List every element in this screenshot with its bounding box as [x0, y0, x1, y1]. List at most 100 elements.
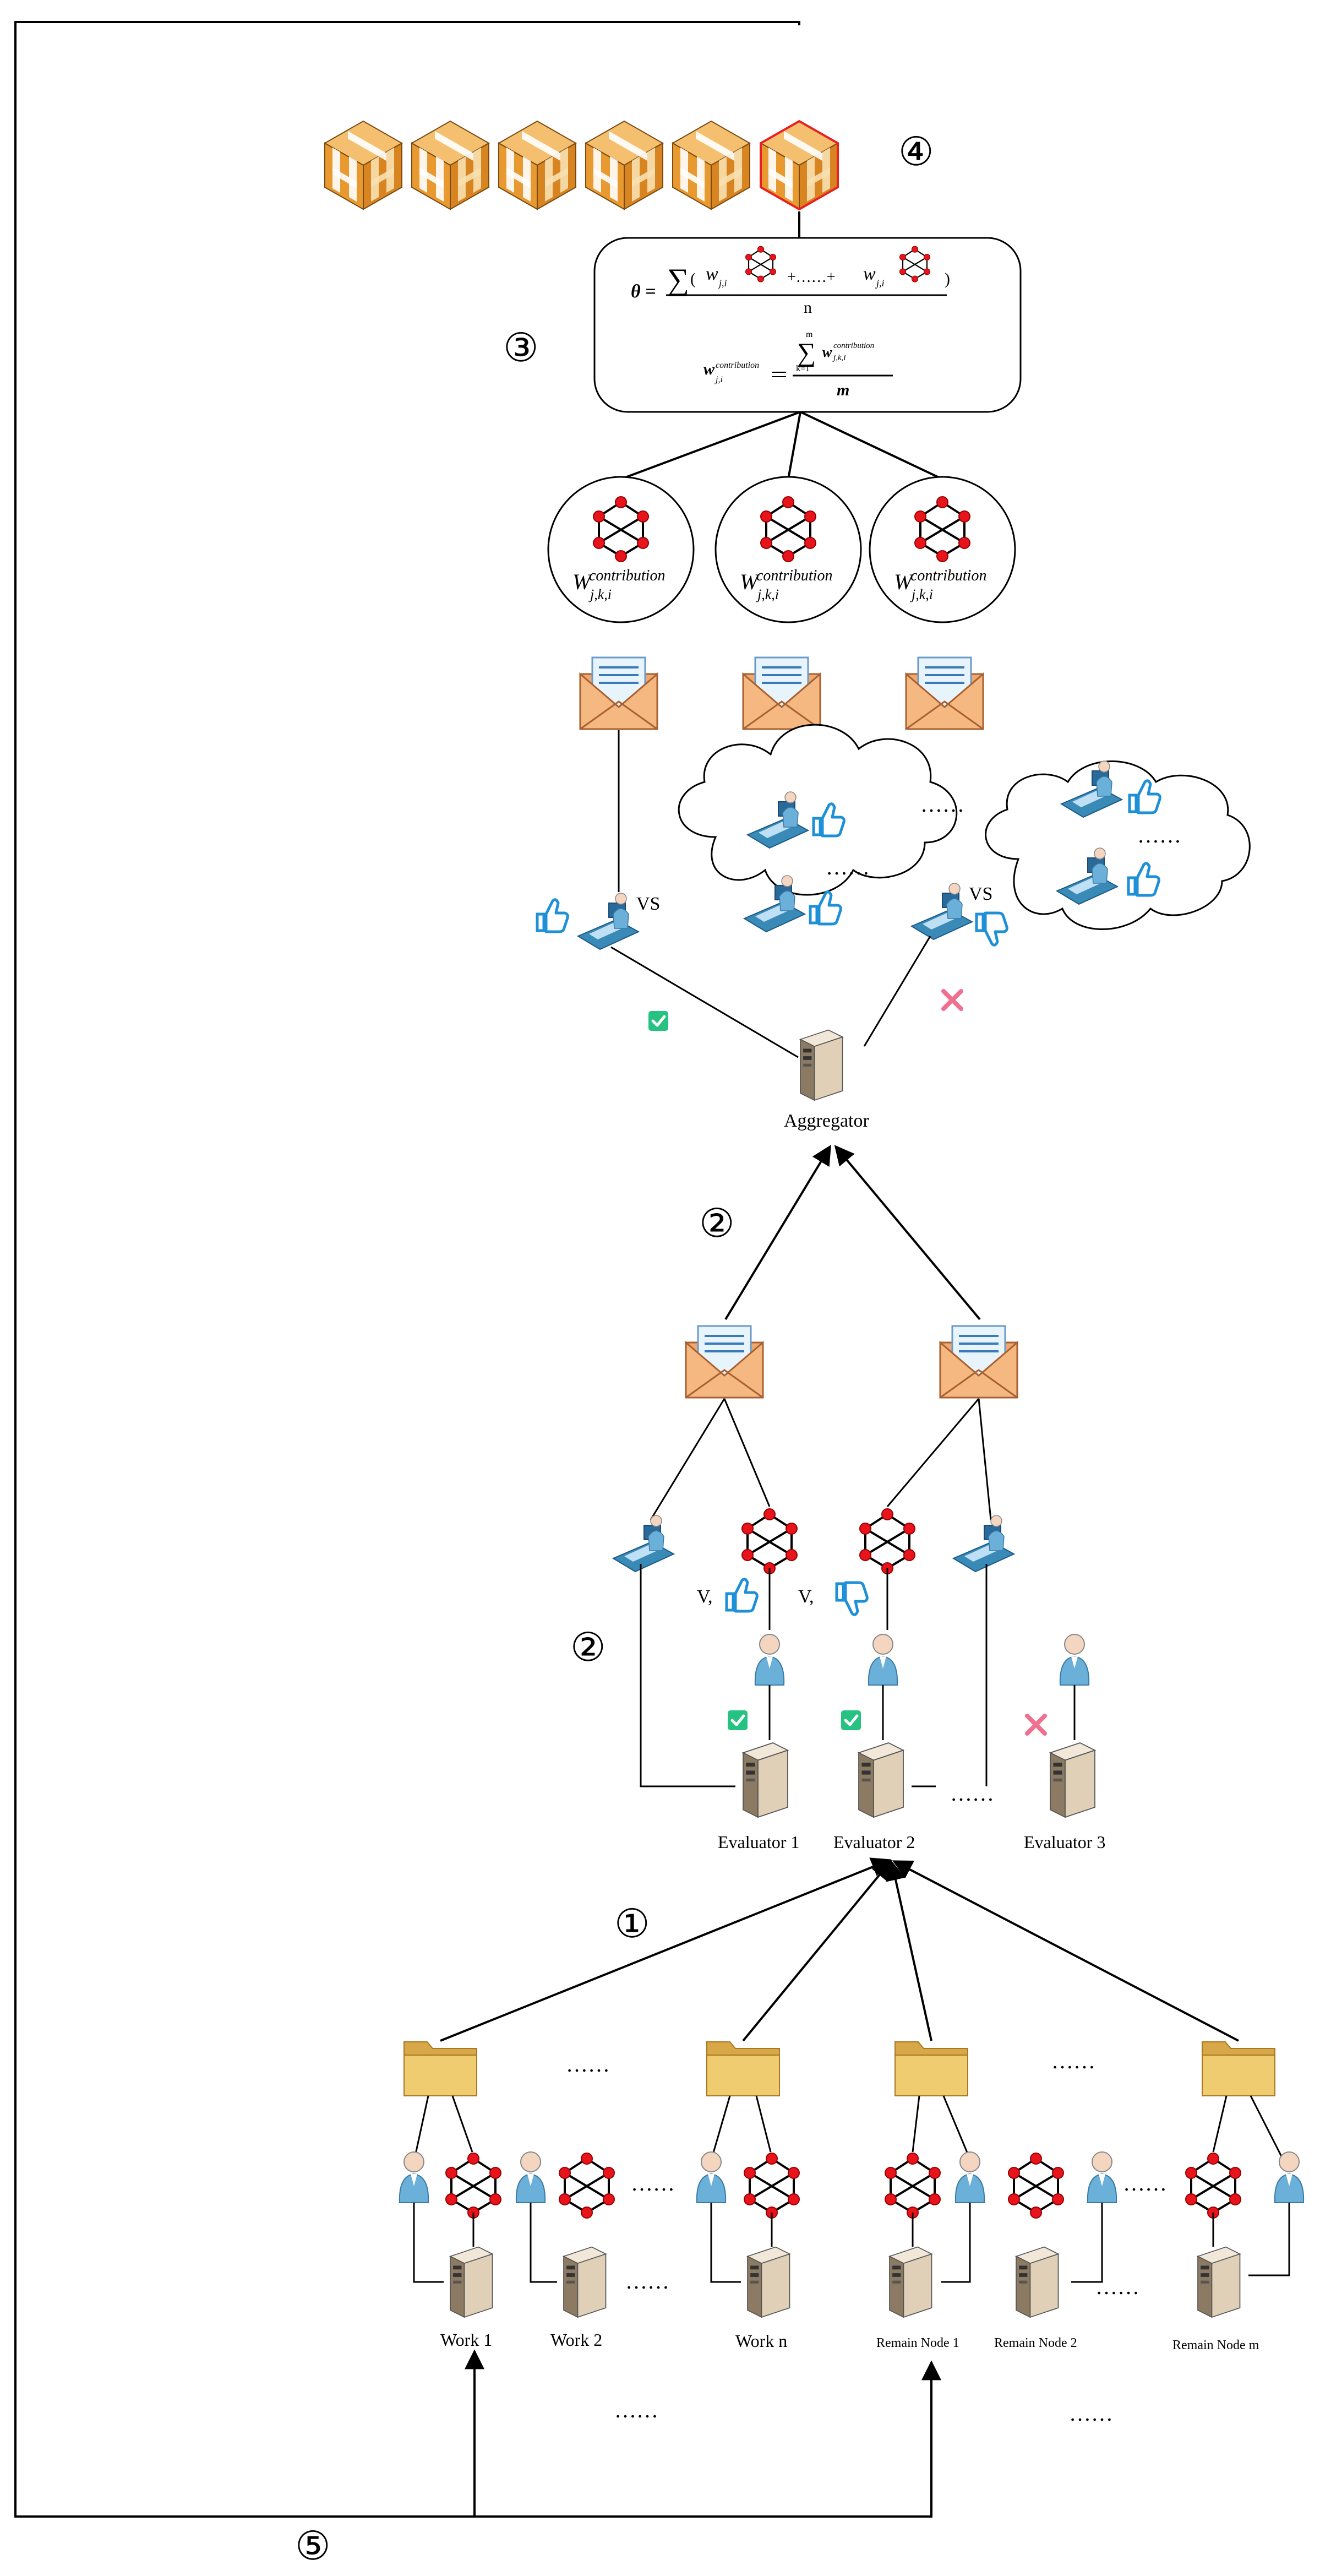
svg-text:……: ……: [625, 2269, 669, 2294]
evaluator-1-label: Evaluator 1: [718, 1832, 799, 1852]
model-icon: [884, 2152, 941, 2219]
svg-text:contribution: contribution: [910, 567, 986, 584]
block-icon: [498, 121, 576, 210]
svg-text:∑: ∑: [797, 338, 816, 367]
formula-links: [620, 411, 943, 480]
svg-text:w: w: [822, 344, 832, 360]
evaluator-3-label: Evaluator 3: [1024, 1832, 1105, 1852]
candidate-workstation-icon: [911, 883, 973, 940]
aggregator-server-icon: [800, 1029, 843, 1101]
remain-server-icon: [1016, 2246, 1059, 2318]
svg-text:w: w: [703, 360, 715, 378]
svg-text:m: m: [806, 330, 813, 339]
formula-box: [593, 237, 1022, 413]
bottom-ellipsis: ……: [614, 2398, 658, 2422]
reject-cross-icon: [1027, 1716, 1045, 1733]
step-2-lower-label: ②: [570, 1626, 606, 1670]
worker-2-label: Work 2: [550, 2330, 602, 2350]
model-icon: [1185, 2152, 1242, 2219]
worker-1-label: Work 1: [440, 2330, 492, 2350]
svg-text:m: m: [837, 381, 849, 399]
svg-text:(: (: [690, 270, 696, 288]
block-icon: [324, 121, 402, 210]
remain-person-icon: [954, 2151, 985, 2203]
candidate-workstation-icon: [577, 893, 639, 950]
folder-ellipsis: ……: [566, 2052, 610, 2077]
svg-text:……: ……: [631, 2171, 675, 2195]
model-icon: [558, 2152, 615, 2219]
svg-text:j,i: j,i: [718, 278, 727, 289]
reject-cross-icon: [943, 991, 961, 1009]
block-icon: [585, 121, 663, 210]
thumbs-up-icon: [810, 892, 841, 924]
vote-cloud-2: ……: [985, 760, 1251, 930]
vote-cloud-1: ……: [678, 724, 958, 932]
theta-formula: θ = ∑ ( w j,i +……+ w j,i ) n: [631, 246, 950, 317]
envelope-icon: [579, 656, 658, 730]
vs-label: VS: [969, 884, 992, 904]
vs-label: VS: [636, 894, 660, 914]
remain-node-m-label: Remain Node m: [1172, 2338, 1259, 2352]
remain-person-icon: [1087, 2151, 1117, 2203]
model-icon: [743, 2152, 800, 2219]
svg-text:,: ,: [708, 1586, 713, 1607]
v-label: V: [697, 1586, 711, 1607]
svg-text:+……+: +……+: [787, 269, 836, 286]
svg-text:,: ,: [809, 1586, 814, 1607]
step-1-label: ①: [614, 1902, 650, 1946]
folder-icon: [706, 2041, 780, 2096]
svg-text:n: n: [804, 298, 812, 317]
svg-text:k=1: k=1: [796, 364, 810, 373]
envelope-icon: [905, 656, 984, 730]
upload-arrows: [440, 1857, 1239, 2042]
svg-text:contribution: contribution: [833, 341, 874, 350]
svg-text:j,k,i: j,k,i: [588, 586, 612, 602]
remain-node-2-label: Remain Node 2: [994, 2336, 1077, 2350]
evaluator-server-icon: [743, 1742, 788, 1818]
svg-text:j,k,i: j,k,i: [756, 586, 779, 602]
svg-text:w: w: [706, 264, 718, 284]
folder-icon: [1202, 2041, 1275, 2096]
bottom-ellipsis: ……: [1069, 2401, 1113, 2426]
svg-text:∑: ∑: [667, 263, 689, 297]
svg-text:……: ……: [826, 855, 870, 879]
svg-text:……: ……: [1137, 823, 1181, 847]
worker-links: [413, 2203, 1290, 2283]
evaluator-person-icon: [868, 1634, 898, 1686]
contribution-formula: w contribution j,i m ∑ k=1 w contributio…: [703, 330, 893, 399]
svg-text:j,k,i: j,k,i: [910, 586, 933, 602]
remain-server-icon: [1197, 2246, 1241, 2318]
worker-n-label: Work n: [735, 2331, 787, 2351]
evaluator-person-icon: [1059, 1634, 1090, 1686]
evaluator-ellipsis: ……: [950, 1781, 994, 1806]
evaluated-workstation-icon: [953, 1515, 1014, 1572]
folder-ellipsis: ……: [1051, 2048, 1095, 2073]
svg-text:……: ……: [1095, 2274, 1139, 2299]
model-circle-2: W contribution j,k,i: [714, 476, 862, 623]
block-icon: [672, 121, 750, 210]
thumbs-down-icon: [977, 913, 1007, 945]
folder-icon: [894, 2041, 968, 2096]
envelope-icon: [742, 656, 821, 730]
block-icon: [411, 121, 489, 210]
remain-node-1-label: Remain Node 1: [876, 2336, 959, 2350]
v-label: V: [798, 1586, 812, 1607]
evaluation-links: [650, 1398, 992, 1520]
model-icon: [741, 1508, 798, 1575]
evaluator-server-icon: [858, 1742, 904, 1818]
worker-person-icon: [696, 2151, 727, 2203]
new-block-icon: [760, 121, 838, 210]
svg-text:j,i: j,i: [875, 278, 885, 289]
feedback-loop: [14, 21, 941, 2518]
step-5-label: ⑤: [295, 2524, 331, 2568]
svg-text:W: W: [572, 569, 593, 594]
accept-check-icon: [841, 1710, 861, 1730]
svg-text:W: W: [894, 569, 914, 594]
svg-text:contribution: contribution: [589, 567, 665, 584]
svg-text:j,k,i: j,k,i: [832, 354, 846, 362]
svg-text:contribution: contribution: [716, 361, 759, 370]
thumbs-up-icon: [727, 1579, 757, 1611]
evaluator-2-label: Evaluator 2: [833, 1832, 915, 1852]
